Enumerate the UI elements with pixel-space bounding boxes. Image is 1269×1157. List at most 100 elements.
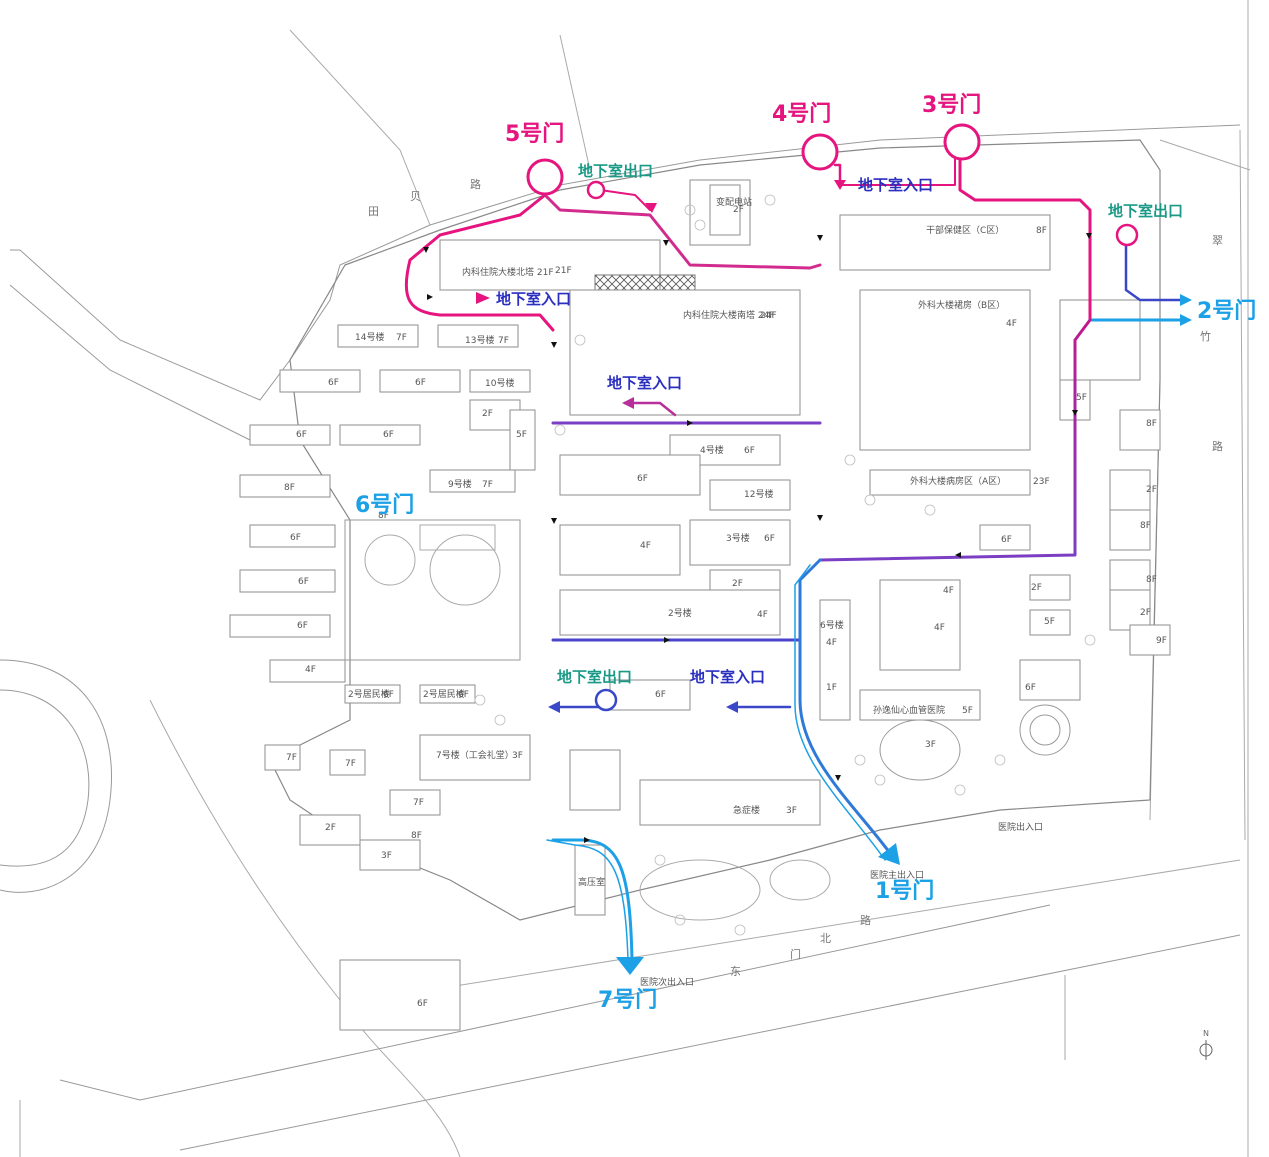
gate3-marker [943,123,981,161]
gate-markers [526,123,1139,712]
label-hospital-exit: 医院出入口 [998,821,1043,833]
basement-entrance-label-south: 地下室入口 [690,668,765,686]
floor-label: 4F [943,586,954,596]
floor-label: 7F [396,333,407,343]
label-b7: 7号楼（工会礼堂） [436,749,514,761]
basement-labels: 地下室出口 地下室出口 地下室出口 地下室入口 地下室入口 地下室入口 地下室入… [496,162,1183,686]
floor-label: 21F [555,266,572,276]
label-b4: 4号楼 [700,444,724,456]
floor-label: 4F [826,638,837,648]
building-labels: 内科住院大楼北塔 21F 内科住院大楼南塔 24F 干部保健区（C区） 外科大楼… [284,196,1167,1009]
road-tianbei-2: 贝 [410,190,421,203]
label-hv: 高压室 [578,876,605,888]
gate1-label: 1号门 [875,878,934,904]
floor-label: 5F [1076,393,1087,403]
floor-label: 3F [786,806,797,816]
label-emergency: 急症楼 [733,804,760,816]
floor-label: 6F [297,621,308,631]
gate7-label: 7号门 [598,987,657,1013]
floor-label: 3F [512,751,523,761]
floor-label: 6F [296,430,307,440]
floor-label: 7F [345,759,356,769]
floor-label: 3F [925,740,936,750]
floor-label: 4F [305,665,316,675]
gate6-label: 6号门 [355,492,414,518]
floor-label: 6F [1025,683,1036,693]
floor-label: 6F [383,430,394,440]
label-north-tower: 内科住院大楼北塔 21F [462,266,554,278]
label-b13: 13号楼 [465,334,494,346]
floor-label: 8F [1146,575,1157,585]
gate4-label: 4号门 [772,101,831,127]
label-b10: 10号楼 [485,377,514,389]
label-substation: 变配电站 [716,196,752,208]
floor-label: 6F [290,533,301,543]
gate4-marker [801,133,839,171]
road-dongmen-1: 东 [730,965,741,978]
floor-label: 9F [1156,636,1167,646]
floor-label: 8F [1146,419,1157,429]
floor-label: 7F [498,336,509,346]
floor-label: 7F [413,798,424,808]
basement-exit-label-north: 地下室出口 [578,162,653,180]
floor-label: 6F [637,474,648,484]
floor-label: 6F [383,690,394,700]
label-b14: 14号楼 [355,331,384,343]
label-south-tower: 内科住院大楼南塔 24F [683,309,775,321]
label-secondary-entrance: 医院次出入口 [640,976,694,988]
floor-label: 6F [764,534,775,544]
floor-label: 2F [325,823,336,833]
floor-label: 2F [1140,608,1151,618]
road-cuizhu-1: 翠 [1212,234,1223,247]
floor-label: 7F [482,480,493,490]
gate3-label: 3号门 [922,92,981,118]
basement-exit-marker-north [586,180,606,200]
basement-exit-marker-east [1115,223,1139,247]
route-lines [404,157,1182,962]
floor-label: 1F [826,683,837,693]
gate5-label: 5号门 [505,121,564,147]
route-arrowheads [476,180,1192,975]
road-labels: 田 贝 路 翠 竹 路 东 门 北 路 医院主出入口 医院次出入口 医院出入口 [368,178,1223,988]
basement-entrance-label-south-tower: 地下室入口 [607,374,682,392]
gate5-marker [526,158,564,196]
floor-label: 2F [732,579,743,589]
road-cuizhu-2: 竹 [1200,329,1211,343]
floor-label: 6F [415,378,426,388]
basement-entrance-label-north: 地下室入口 [496,290,571,308]
floor-label: 5F [962,706,973,716]
label-main-entrance: 医院主出入口 [870,869,924,881]
floor-label: 8F [378,511,389,521]
label-res2b: 2号居民楼 [423,688,465,700]
floor-label: 5F [516,430,527,440]
floor-label: 23F [1033,477,1050,487]
floor-label: 8F [1036,226,1047,236]
floor-label: 8F [411,831,422,841]
floor-label: 5F [1044,617,1055,627]
basement-entrance-label-gate4: 地下室入口 [858,176,933,194]
gate2-label: 2号门 [1197,298,1256,324]
label-b12: 12号楼 [744,488,773,500]
floor-label: 6F [328,378,339,388]
floor-label: 4F [757,610,768,620]
floor-label: 6F [655,690,666,700]
label-res2: 2号居民楼 [348,688,390,700]
north-arrow-icon: N [1199,1029,1213,1060]
floor-label: 6F [298,577,309,587]
label-surgery-podium: 外科大楼裙房（B区） [918,299,1005,311]
floor-label: 6F [744,446,755,456]
floor-label: 6F [458,690,469,700]
direction-arrows [423,233,1092,843]
road-dongmen-2: 门 [790,947,801,961]
basement-exit-label-south: 地下室出口 [557,668,632,686]
floor-label: 2F [733,205,744,215]
floor-label: 4F [1006,319,1017,329]
floor-label: 6F [417,999,428,1009]
floor-label: 4F [640,541,651,551]
road-cuizhu-3: 路 [1212,440,1223,453]
label-b6: 6号楼 [820,619,844,631]
gate-labels: 5号门 4号门 3号门 2号门 6号门 1号门 7号门 [355,92,1256,1013]
label-b9: 9号楼 [448,478,472,490]
floor-label: 8F [1140,521,1151,531]
